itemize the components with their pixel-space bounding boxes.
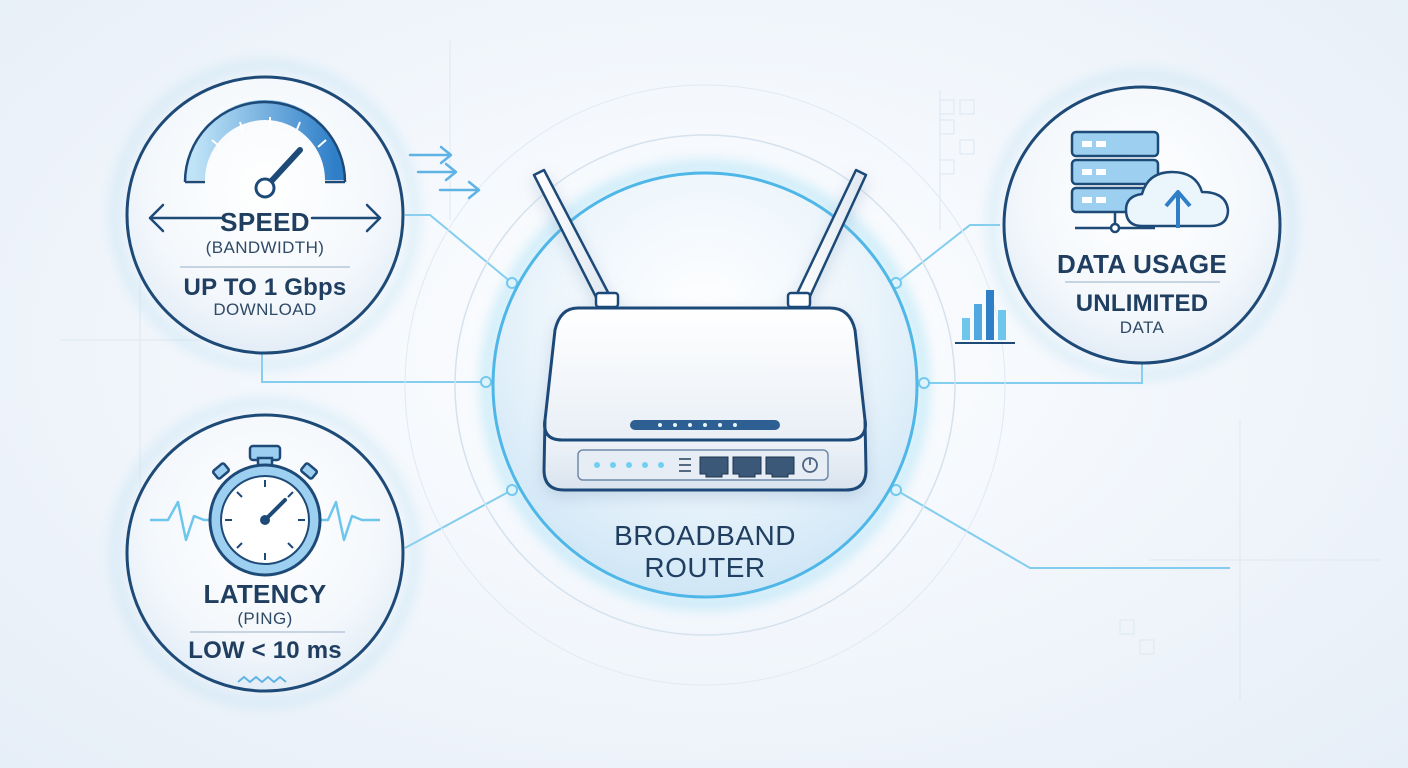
- left-antenna: [532, 168, 620, 309]
- router-label-line2: ROUTER: [644, 552, 766, 583]
- cloud-upload-icon: [1124, 170, 1230, 228]
- speedometer-icon: [183, 100, 347, 199]
- data-flow-arrows-icon: [408, 145, 481, 200]
- latency-bubble: [110, 398, 420, 708]
- pulse-wave-icon: [150, 500, 380, 542]
- speed-value: UP TO 1 Gbps: [183, 274, 347, 301]
- latency-value: LOW < 10 ms: [188, 637, 342, 664]
- latency-title: LATENCY: [203, 579, 327, 609]
- router-body: [542, 306, 868, 492]
- speed-title: SPEED: [220, 207, 310, 237]
- data-usage-value: UNLIMITED: [1075, 290, 1209, 317]
- bar-chart-icon: [955, 290, 1015, 344]
- speed-subtitle: (BANDWIDTH): [205, 238, 325, 257]
- power-button-icon: [802, 457, 818, 473]
- router-leds: [594, 462, 664, 468]
- router-label-line1: BROADBAND: [614, 520, 796, 551]
- background-grid: [60, 40, 1380, 700]
- speed-note: DOWNLOAD: [213, 300, 317, 319]
- ethernet-ports: [699, 456, 795, 478]
- bidirectional-arrow-icon: [148, 203, 382, 233]
- data-usage-bubble: [987, 70, 1297, 380]
- stopwatch-icon: [208, 444, 322, 577]
- latency-subtitle: (PING): [237, 609, 293, 628]
- router-illustration: [532, 168, 868, 492]
- data-usage-title: DATA USAGE: [1056, 249, 1228, 279]
- squiggle-icon: [237, 675, 287, 684]
- data-usage-note: DATA: [1119, 318, 1165, 337]
- speed-bubble: [110, 60, 420, 370]
